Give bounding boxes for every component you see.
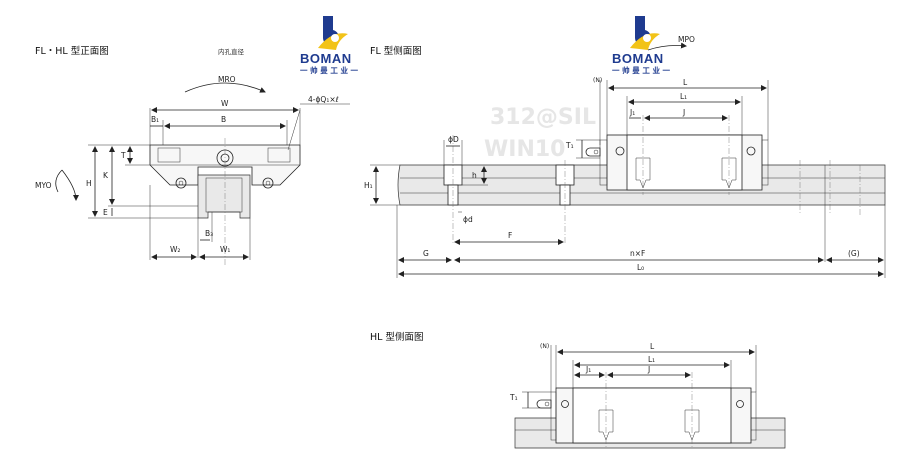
- hl-bolt-right: [684, 409, 700, 441]
- fl-label-J: J: [682, 108, 685, 117]
- label-moment-y: MYO: [35, 181, 52, 190]
- inner-hole-note: 内孔直径: [218, 47, 245, 56]
- moment-r-arrow: [184, 82, 266, 93]
- fl-mount-hole-left: [615, 146, 625, 156]
- moment-p-arrow: [647, 42, 687, 51]
- fl-grease-nipple: [585, 147, 601, 157]
- fl-label-G2: (G): [848, 249, 860, 258]
- hl-side-view-title: HL 型侧面图: [370, 331, 423, 343]
- fl-label-T1: T₁: [565, 141, 574, 150]
- front-bolt-hole-left: [175, 177, 187, 189]
- top-hole-left: [157, 147, 181, 163]
- label-B3: B₃: [205, 229, 213, 238]
- label-moment-p: MPO: [678, 35, 695, 44]
- front-bolt-hole-right: [262, 177, 274, 189]
- fl-end-seal-left: [599, 139, 608, 186]
- fl-label-L1: L₁: [680, 92, 687, 101]
- fl-label-J1: J₁: [629, 108, 635, 117]
- label-T: T: [120, 151, 126, 160]
- label-W: W: [221, 99, 229, 108]
- logo-word: BOMAN: [612, 51, 664, 66]
- label-B: B: [221, 115, 226, 124]
- hl-label-T1: T₁: [509, 393, 518, 402]
- label-H: H: [86, 179, 92, 188]
- fl-side-view: MPO (N) L: [364, 35, 886, 278]
- hl-block-body: [572, 387, 732, 444]
- fl-label-phiD: ϕD: [448, 135, 459, 144]
- fl-label-nF: n×F: [630, 249, 645, 258]
- label-W1: W₁: [220, 245, 230, 254]
- boman-logo-2: BOMAN 一 帅 曼 工 业 一: [612, 16, 671, 75]
- hl-bolt-left: [598, 409, 614, 441]
- boman-logo: BOMAN 一 帅 曼 工 业 一: [300, 16, 359, 75]
- watermark-line1: 312@SIL: [490, 105, 596, 130]
- moment-y-arrow: [61, 169, 79, 201]
- hl-mount-hole-left: [561, 400, 569, 408]
- top-hole-right: [267, 147, 291, 163]
- watermark-line2: WIN10: [484, 137, 565, 162]
- bolt-spec-callout: 4-ϕQ₁×ℓ: [308, 95, 339, 104]
- fl-label-phid: ϕd: [463, 215, 473, 224]
- logo-cn: 一 帅 曼 工 业 一: [612, 65, 671, 75]
- fl-label-L0: L₀: [637, 263, 644, 272]
- hl-label-J: J: [647, 365, 650, 374]
- fl-end-seal-right: [761, 139, 769, 186]
- hl-label-N: (N): [540, 343, 549, 350]
- hl-label-J1: J₁: [585, 365, 591, 374]
- label-moment-r: MRO: [218, 75, 236, 84]
- label-E: E: [103, 208, 108, 217]
- hl-end-seal-left: [550, 391, 557, 441]
- logo-cn: 一 帅 曼 工 业 一: [300, 65, 359, 75]
- fl-mount-hole-right: [746, 146, 756, 156]
- fl-label-h: h: [472, 171, 477, 180]
- fl-label-H1: H₁: [364, 181, 373, 190]
- fl-label-F: F: [508, 231, 512, 240]
- label-W2: W₂: [170, 245, 180, 254]
- logo-swoosh: [318, 33, 348, 50]
- fl-label-N: (N): [593, 77, 602, 84]
- logo-word: BOMAN: [300, 51, 352, 66]
- hl-label-L: L: [650, 342, 655, 351]
- fl-side-view-title: FL 型侧面图: [370, 45, 422, 57]
- fl-bolt-left: [635, 157, 651, 189]
- hl-mount-hole-right: [736, 400, 744, 408]
- fl-bolt-right: [721, 157, 737, 189]
- hl-side-view: (N) L L₁ J J₁ T₁: [509, 342, 786, 449]
- hl-end-seal-right: [750, 391, 757, 441]
- fl-label-G: G: [423, 249, 429, 258]
- fl-label-L: L: [683, 78, 688, 87]
- label-K: K: [103, 171, 109, 180]
- hl-label-L1: L₁: [648, 355, 655, 364]
- front-view-title: FL・HL 型正面图: [35, 46, 109, 57]
- fl-block-body: [626, 134, 743, 191]
- logo-swoosh: [630, 33, 660, 50]
- label-B1: B₁: [151, 115, 159, 124]
- watermark: 312@SIL WIN10: [484, 105, 596, 162]
- front-view: MRO MYO W B₁ B 4-ϕQ₁×ℓ: [35, 75, 350, 265]
